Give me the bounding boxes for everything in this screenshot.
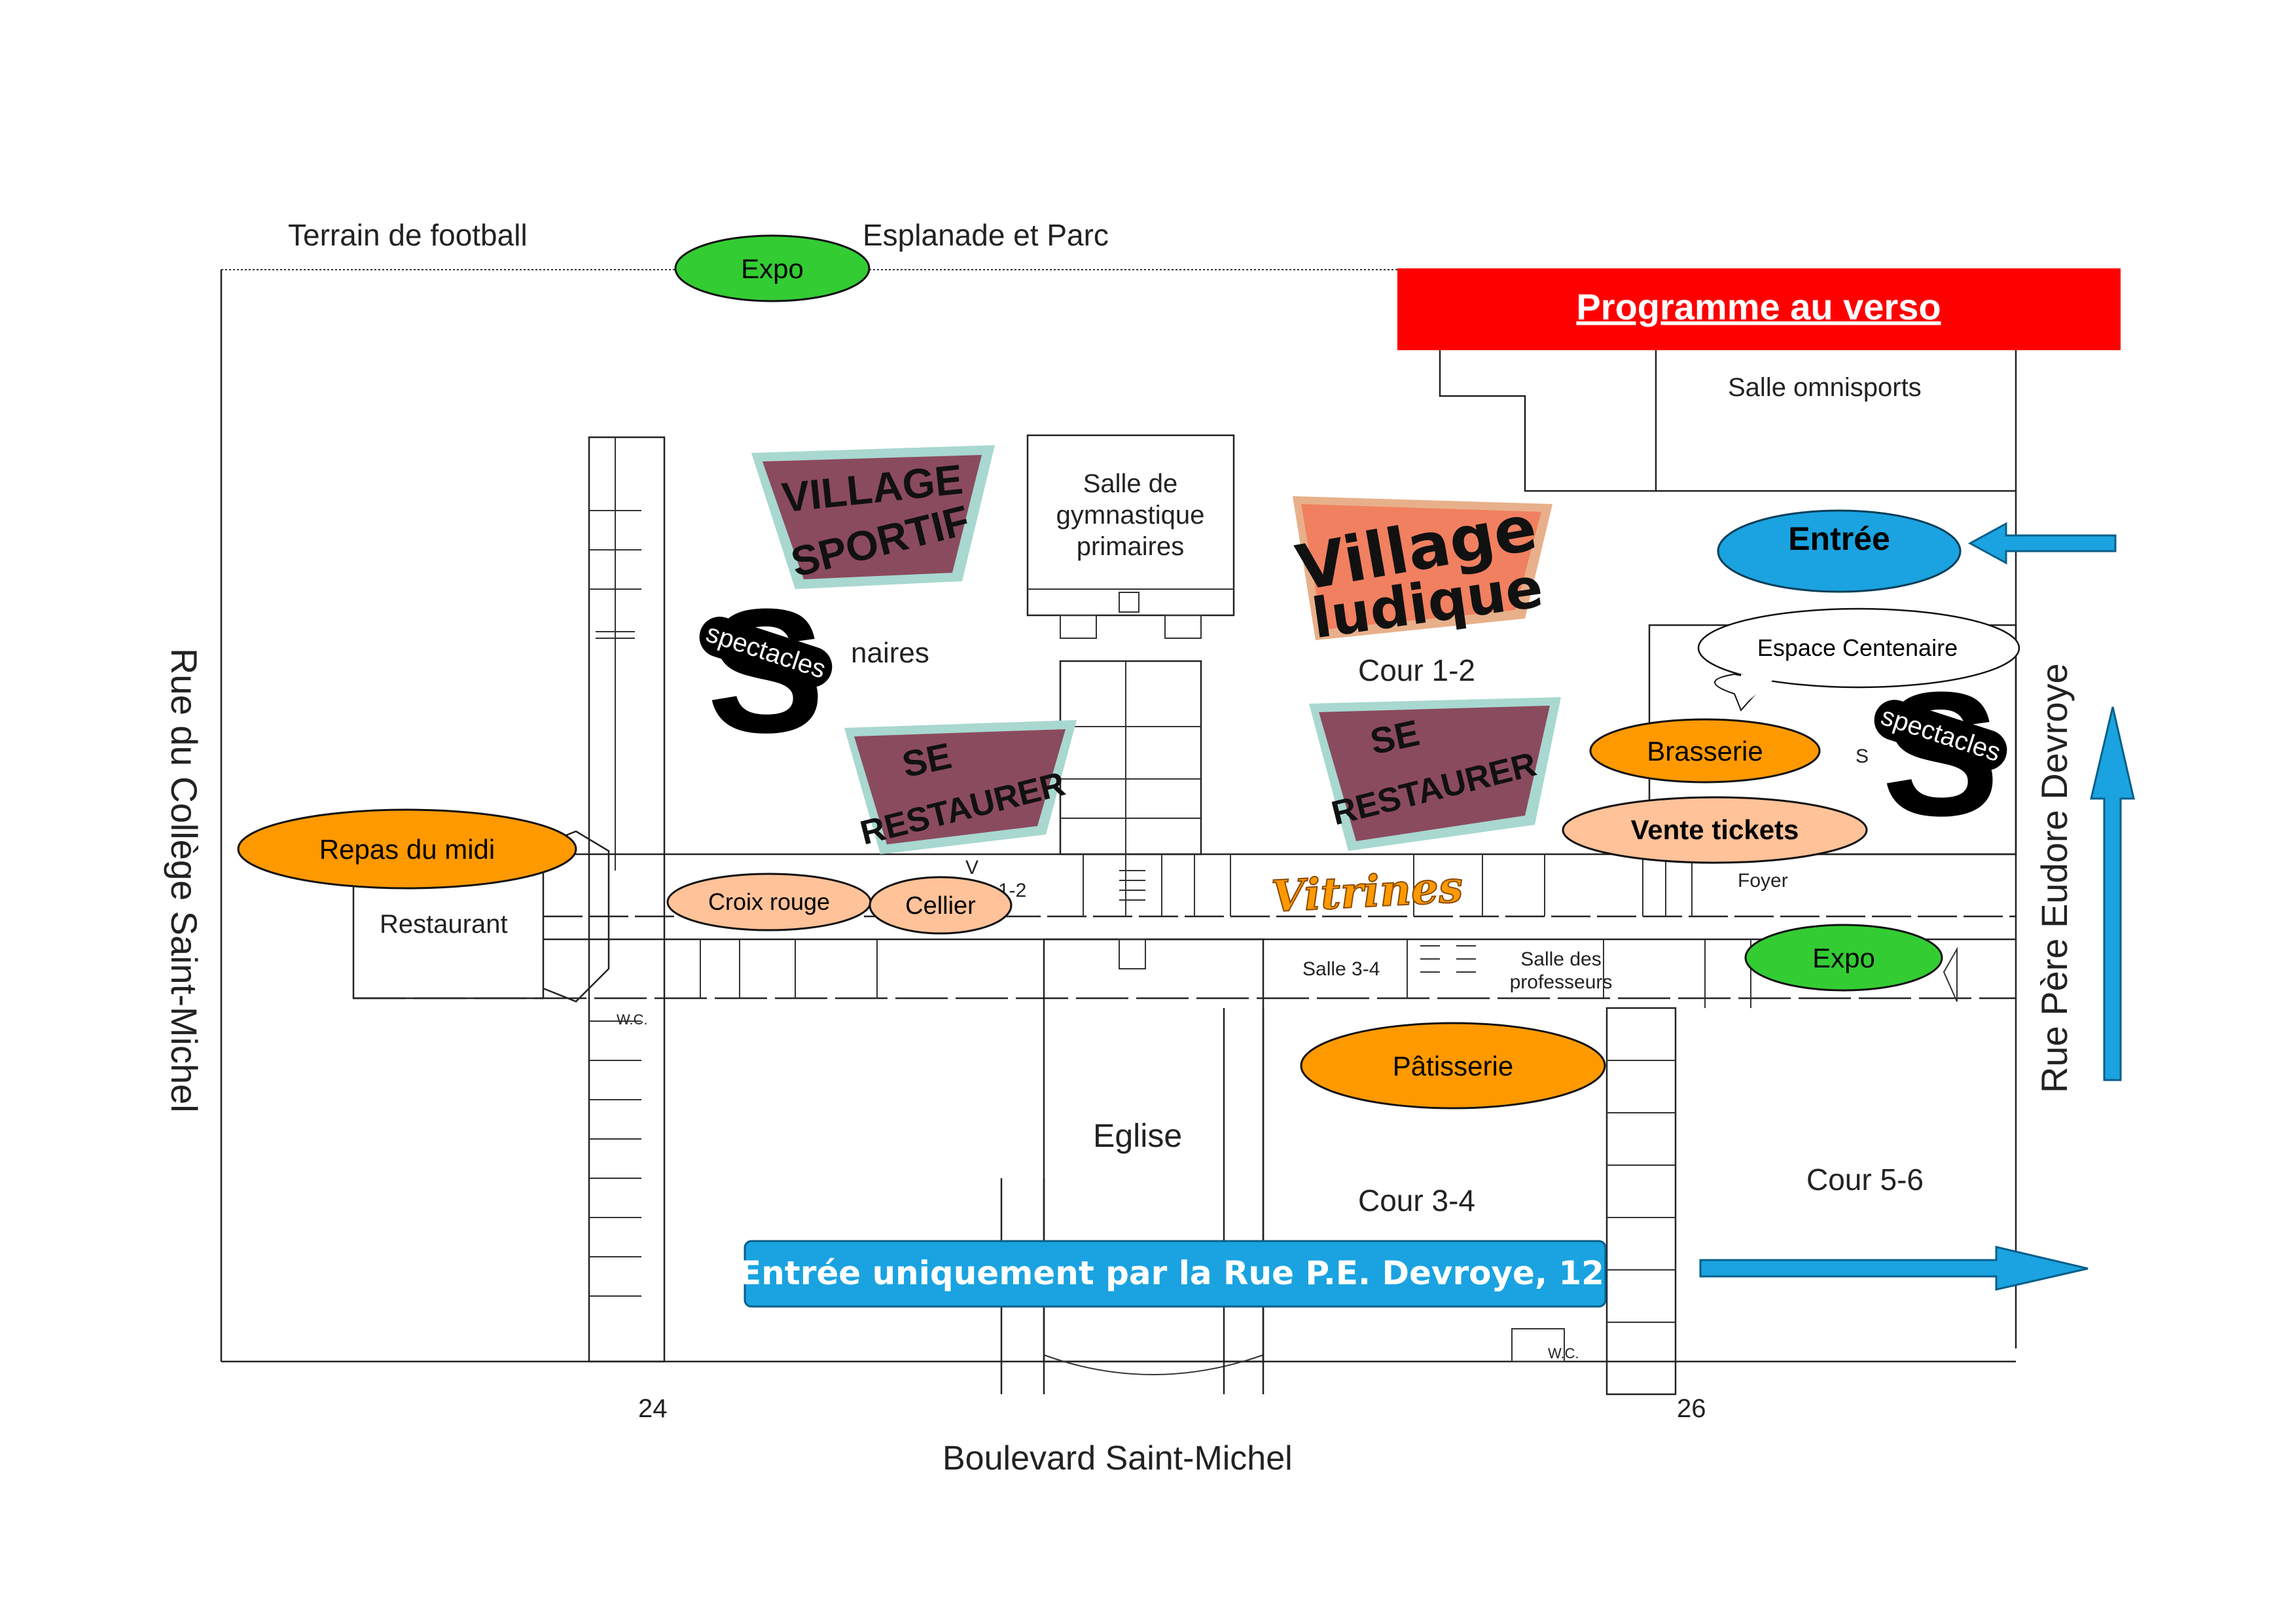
cellier-oval[interactable]: Cellier: [869, 876, 1013, 935]
stairs-center: [1119, 870, 1476, 973]
croix-rouge-label[interactable]: Croix rouge: [708, 888, 830, 915]
label-rue-college-saint-michel: Rue du Collège Saint-Michel: [164, 648, 205, 1113]
label-salle-omnisports: Salle omnisports: [1728, 373, 1922, 402]
label-eglise: Eglise: [1093, 1117, 1182, 1154]
patisserie-label[interactable]: Pâtisserie: [1393, 1051, 1513, 1081]
arrow-left-entree: [1967, 522, 2117, 565]
vitrines-sign[interactable]: Vitrines: [1270, 860, 1465, 922]
corridor-cells: [700, 854, 1693, 998]
brasserie-label[interactable]: Brasserie: [1647, 736, 1763, 767]
label-gym-1: Salle de: [1083, 469, 1178, 498]
entrance-banner-label: Entrée uniquement par la Rue P.E. Devroy…: [739, 1254, 1604, 1292]
label-cour-5-6: Cour 5-6: [1806, 1163, 1924, 1197]
label-cour-1-2: Cour 1-2: [1358, 653, 1475, 687]
label-gym-3: primaires: [1077, 532, 1184, 561]
repas-midi-label[interactable]: Repas du midi: [319, 834, 495, 865]
expo-top-label[interactable]: Expo: [741, 253, 804, 284]
label-esplanade-parc: Esplanade et Parc: [863, 218, 1109, 252]
expo-right-label[interactable]: Expo: [1812, 943, 1875, 973]
vente-tickets-oval[interactable]: Vente tickets: [1562, 796, 1868, 864]
label-boulevard-saint-michel: Boulevard Saint-Michel: [942, 1439, 1293, 1477]
label-gym-2: gymnastique: [1056, 501, 1205, 530]
espace-centenaire-bubble[interactable]: Espace Centenaire: [1697, 607, 2020, 712]
se-restaurer-right-line1[interactable]: SE: [1367, 712, 1423, 762]
vente-tickets-label[interactable]: Vente tickets: [1631, 814, 1799, 845]
label-fragment-v: V: [965, 857, 978, 878]
se-restaurer-sign-right[interactable]: SE RESTAURER: [1309, 697, 1561, 851]
label-wc-left: W.C.: [617, 1011, 648, 1028]
arrow-right-bottom: [1699, 1246, 2089, 1291]
programme-banner[interactable]: Programme au verso: [1397, 268, 2121, 350]
patisserie-oval[interactable]: Pâtisserie: [1300, 1022, 1606, 1110]
expo-right-oval[interactable]: Expo: [1744, 924, 1943, 992]
programme-banner-label[interactable]: Programme au verso: [1576, 286, 1941, 327]
repas-midi-oval[interactable]: Repas du midi: [237, 808, 577, 890]
entree-label[interactable]: Entrée: [1788, 520, 1890, 557]
label-rue-pere-eudore-devroye: Rue Père Eudore Devroye: [2034, 663, 2075, 1093]
spectacles-logo-left[interactable]: S spectacles: [694, 573, 838, 770]
label-cour-3-4: Cour 3-4: [1358, 1183, 1475, 1218]
arrow-up-east: [2090, 706, 2135, 1081]
label-number-24: 24: [638, 1394, 668, 1423]
village-sportif-sign[interactable]: VILLAGE SPORTIF: [751, 445, 995, 589]
label-terrain-football: Terrain de football: [288, 218, 528, 252]
se-restaurer-left-line1[interactable]: SE: [899, 734, 955, 785]
village-ludique-sign[interactable]: Village ludique: [1291, 491, 1552, 651]
croix-rouge-oval[interactable]: Croix rouge: [666, 873, 872, 931]
entrance-banner: Entrée uniquement par la Rue P.E. Devroy…: [739, 1240, 1607, 1308]
label-wc-right: W.C.: [1548, 1345, 1579, 1362]
entree-oval[interactable]: Entrée: [1717, 509, 1962, 593]
label-primaires: naires: [851, 637, 929, 669]
label-salle-3-4: Salle 3-4: [1302, 958, 1380, 980]
label-foyer: Foyer: [1738, 870, 1788, 892]
espace-centenaire-label[interactable]: Espace Centenaire: [1757, 634, 1958, 661]
label-fragment-s: S: [1856, 746, 1869, 767]
vitrines-label[interactable]: Vitrines: [1270, 860, 1465, 922]
stairs-left: [589, 510, 641, 1297]
se-restaurer-sign-left[interactable]: SE RESTAURER: [844, 720, 1077, 854]
expo-top-oval[interactable]: Expo: [674, 234, 870, 302]
label-restaurant: Restaurant: [380, 910, 508, 939]
label-salle-profs-1: Salle des: [1520, 948, 1601, 970]
brasserie-oval[interactable]: Brasserie: [1589, 718, 1821, 784]
label-number-26: 26: [1677, 1394, 1706, 1423]
spectacles-logo-right[interactable]: S spectacles: [1869, 656, 2013, 853]
cellier-label[interactable]: Cellier: [905, 892, 976, 920]
label-salle-profs-2: professeurs: [1510, 971, 1613, 993]
